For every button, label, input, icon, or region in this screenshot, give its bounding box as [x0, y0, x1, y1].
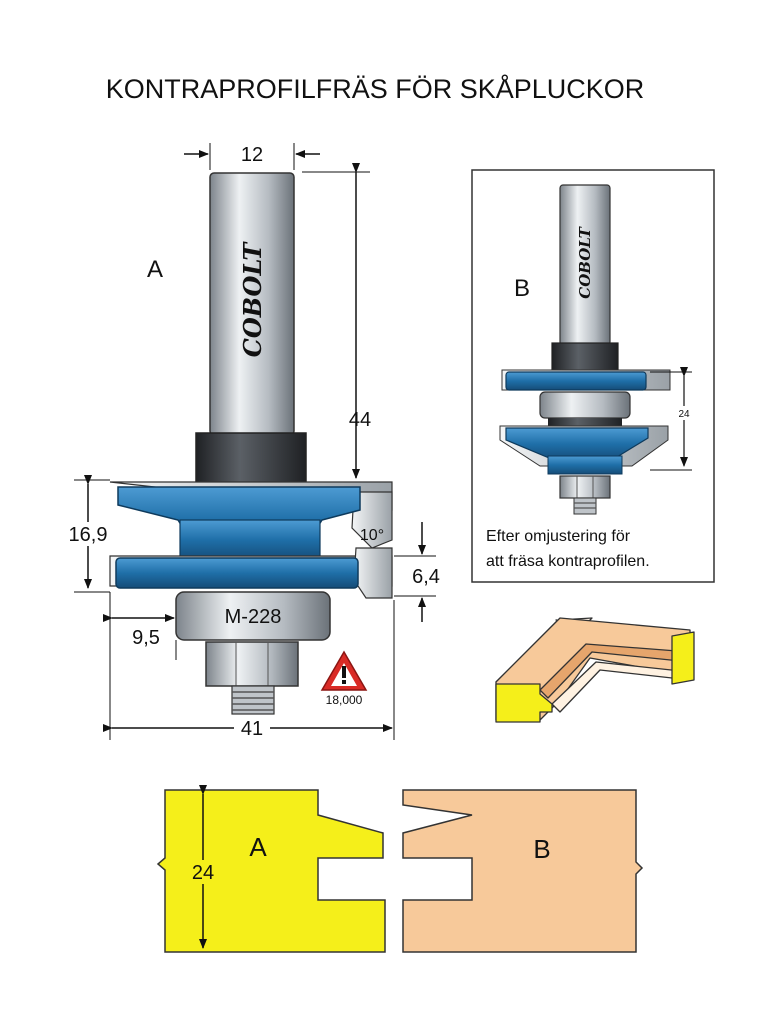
cutter-a-nut	[205, 641, 299, 687]
profile-a-dimension: 24	[190, 785, 220, 949]
cutter-a-brand: COBOLT	[238, 241, 267, 358]
dim-slot-value: 6,4	[412, 566, 440, 588]
warning-icon	[320, 650, 368, 691]
cutter-b-note-1: Efter omjustering för	[486, 528, 631, 545]
dim-b: 24	[650, 367, 692, 471]
profile-a-label: A	[249, 832, 267, 862]
profile-a-dim-value: 24	[192, 862, 214, 884]
dim-shank-value: 12	[241, 144, 263, 166]
cutter-a-label: A	[147, 256, 163, 283]
dim-height-value: 16,9	[69, 524, 108, 546]
cutter-a-hub	[179, 519, 321, 561]
cutter-b-note-2: att fräsa kontraprofilen.	[486, 553, 650, 570]
cutter-a-collar	[195, 432, 307, 486]
frame-joint-illustration	[495, 617, 695, 723]
profile-b-shape	[402, 789, 644, 953]
cutter-a-lower-body	[115, 557, 359, 589]
dim-height: 16,9	[62, 475, 112, 593]
warning-speed: 18,000	[326, 693, 363, 707]
cutter-a-upper-tip	[351, 491, 393, 549]
dim-angle-value: 10°	[360, 527, 384, 544]
cutter-b-brand: COBOLT	[576, 225, 594, 298]
dim-diameter-value: 41	[241, 718, 263, 740]
cutter-a-model: M-228	[225, 606, 282, 628]
profile-b-label: B	[533, 834, 550, 864]
dim-depth-value: 9,5	[132, 627, 160, 649]
dim-depth: 9,5	[103, 592, 177, 740]
cutter-b-label: B	[514, 275, 530, 302]
dim-slot: 6,4	[394, 522, 440, 622]
profile-a-shape	[156, 789, 386, 953]
cutter-a-bearing	[175, 591, 331, 641]
dim-length-value: 44	[349, 409, 371, 431]
cutter-a: COBOLT M-228	[109, 172, 393, 715]
dim-shank: 12	[184, 143, 320, 170]
cutter-a-lower-tip	[353, 547, 393, 599]
cutter-b: COBOLT	[499, 184, 671, 515]
page-title: KONTRAPROFILFRÄS FÖR SKÅPLUCKOR	[106, 73, 645, 104]
cutter-b-upper-body	[505, 371, 647, 391]
cutter-b-collar	[551, 342, 619, 374]
cutter-b-bearing	[539, 391, 631, 419]
dim-b-value: 24	[678, 409, 690, 420]
dim-length: 44	[302, 163, 371, 479]
dim-diameter: 41	[103, 600, 395, 740]
cutter-b-nut	[559, 475, 611, 499]
